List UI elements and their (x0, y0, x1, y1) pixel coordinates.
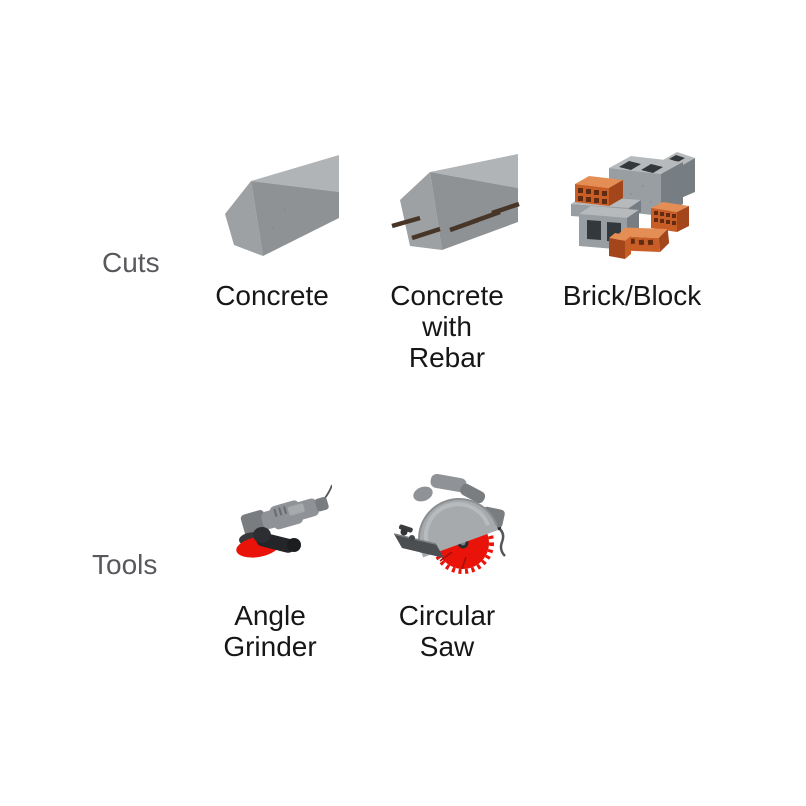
rebar-rods (391, 201, 520, 241)
concrete-with-rebar-label-line: with (422, 311, 472, 342)
beam-front-face (251, 181, 339, 256)
angle-grinder-image (232, 483, 332, 565)
section-label-cuts: Cuts (102, 247, 160, 278)
gear-collar (253, 527, 271, 543)
circular-saw-graphic (393, 473, 506, 574)
power-cord (495, 524, 506, 557)
brick-right (651, 202, 689, 232)
angle-grinder-graphic (236, 484, 332, 558)
beam-top-face (251, 155, 339, 192)
brick-block-label: Brick/Block (542, 280, 722, 311)
front-knob (413, 486, 433, 502)
circular-saw-label: Circular Saw (357, 600, 537, 662)
blade-guard (418, 498, 499, 558)
concrete-beam-with-rebar-graphic (391, 154, 520, 250)
texture-speck (272, 227, 274, 229)
angle-grinder-label: Angle Grinder (180, 600, 360, 662)
handle-end-cap (287, 538, 301, 552)
circular-saw-label-line: Saw (419, 631, 475, 662)
bricks-and-cinder-blocks-graphic (571, 152, 695, 259)
concrete-label-line: Concrete (215, 280, 329, 311)
base-plate (393, 524, 444, 558)
concrete-with-rebar-label: Concrete with Rebar (357, 280, 537, 373)
angle-grinder-label-line: Grinder (223, 631, 317, 662)
beam-top-face (430, 154, 518, 188)
concrete-with-rebar-label-line: Rebar (408, 342, 486, 373)
circular-saw-image (392, 472, 514, 578)
texture-speck (306, 215, 308, 217)
top-handle (430, 473, 467, 493)
brick-left (575, 176, 623, 206)
concrete-label: Concrete (182, 280, 362, 311)
rear-grip (460, 483, 486, 504)
concrete-beam-graphic (225, 155, 339, 256)
texture-speck (284, 209, 286, 211)
power-cord (324, 484, 332, 499)
brick-block-label-line: Brick/Block (562, 280, 702, 311)
section-label-tools: Tools (92, 549, 158, 580)
beam-end-face (225, 181, 263, 256)
concrete-with-rebar-label-line: Concrete (390, 280, 504, 311)
brick-block-image (565, 148, 695, 266)
angle-grinder-label-line: Angle (234, 600, 306, 631)
brick-small (609, 233, 631, 259)
concrete-with-rebar-image (386, 150, 520, 282)
circular-saw-label-line: Circular (398, 600, 496, 631)
concrete-image (215, 150, 341, 280)
